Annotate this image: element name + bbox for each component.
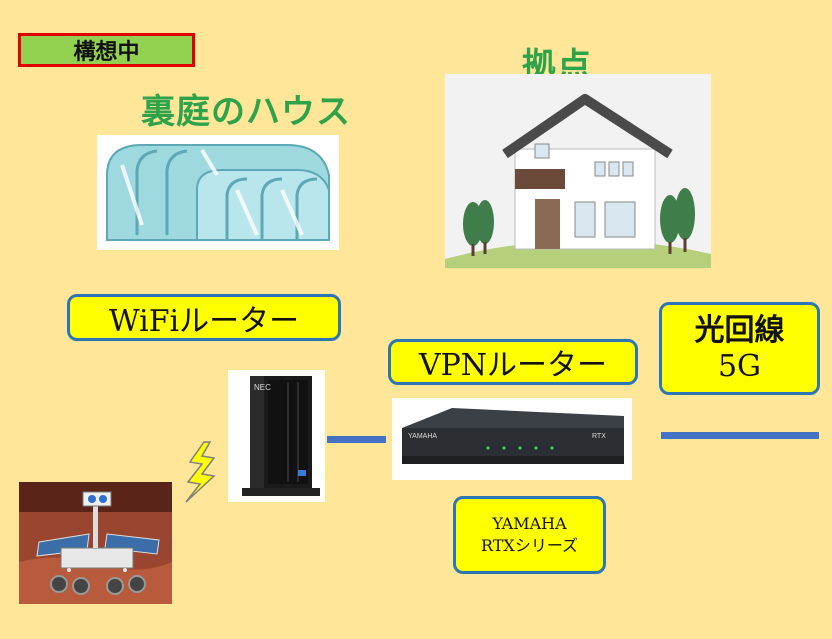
5g-label-text: 5G bbox=[717, 348, 762, 384]
yamaha-label-line1: YAMAHA bbox=[492, 514, 567, 533]
wifi-router-label: WiFiルーター bbox=[67, 294, 341, 341]
fiber-5g-label: 光回線 5G bbox=[659, 302, 820, 395]
wireless-signal-icon bbox=[185, 441, 216, 503]
fiber-label-text: 光回線 bbox=[694, 312, 785, 348]
wifi-router-label-text: WiFiルーター bbox=[108, 303, 300, 339]
vpn-router-label: VPNルーター bbox=[388, 339, 638, 385]
vpn-router-label-text: VPNルーター bbox=[418, 348, 608, 383]
vpn-router-brand: YAMAHA bbox=[408, 433, 437, 440]
rover-icon bbox=[19, 482, 172, 604]
greenhouse-icon bbox=[97, 135, 339, 250]
vpn-fiber-connection-line bbox=[661, 432, 819, 439]
vpn-router-icon: YAMAHA RTX bbox=[392, 398, 632, 480]
vpn-router-model: RTX bbox=[592, 433, 606, 440]
yamaha-label: YAMAHA RTXシリーズ bbox=[453, 496, 606, 574]
wifi-router-icon: NEC bbox=[228, 370, 325, 502]
vpn-router-image: YAMAHA RTX bbox=[392, 398, 632, 480]
status-badge-text: 構想中 bbox=[73, 40, 140, 65]
wifi-vpn-connection-line bbox=[327, 436, 386, 443]
rover-image bbox=[19, 482, 172, 604]
wifi-router-brand: NEC bbox=[254, 383, 271, 392]
house-icon bbox=[445, 74, 711, 268]
house-image bbox=[445, 74, 711, 268]
backyard-title: 裏庭のハウス bbox=[141, 92, 351, 132]
wifi-router-image: NEC bbox=[228, 370, 325, 502]
yamaha-label-line2: RTXシリーズ bbox=[480, 536, 579, 555]
status-badge: 構想中 bbox=[18, 33, 195, 67]
greenhouse-image bbox=[97, 135, 339, 250]
